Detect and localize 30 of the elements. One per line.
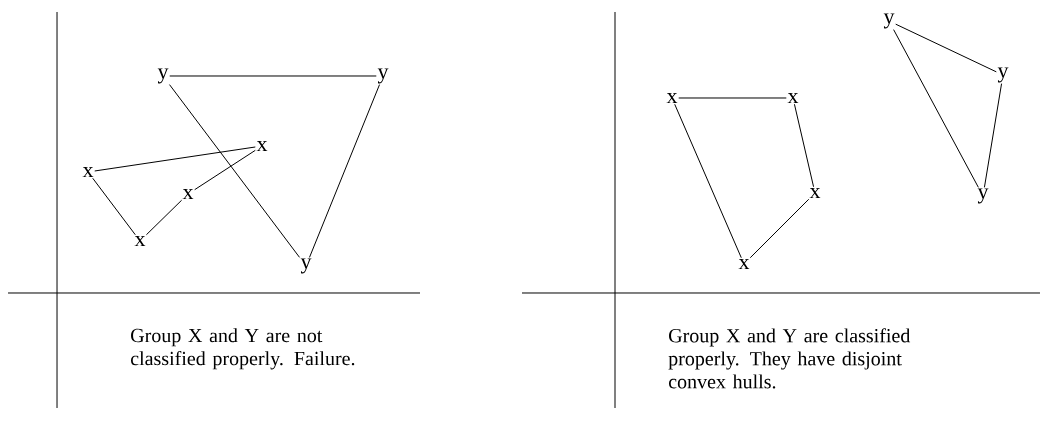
point-label: y — [977, 188, 989, 204]
point-label: y — [883, 13, 895, 29]
point-label: x — [82, 166, 94, 178]
hull-edge — [169, 84, 301, 258]
hull-edge — [793, 103, 815, 188]
point-label: y — [997, 67, 1009, 83]
hull-edge — [309, 84, 380, 258]
point-label: x — [738, 258, 750, 270]
point-label: y — [157, 68, 169, 84]
hull-edge — [94, 146, 256, 172]
point-label: x — [182, 188, 194, 200]
point-label: y — [300, 258, 312, 274]
hull-edge — [674, 103, 742, 259]
hull-edge — [678, 97, 787, 99]
hull-edge — [893, 29, 979, 188]
caption: Group X and Y are not classified properly. Failure. — [131, 328, 355, 370]
point-label: x — [256, 140, 268, 152]
point-label: x — [134, 235, 146, 247]
point-label: x — [787, 92, 799, 104]
hull-edge — [194, 149, 256, 191]
point-label: x — [666, 92, 678, 104]
point-label: y — [377, 68, 389, 84]
hull-edge — [983, 83, 1003, 188]
hull-edge — [92, 177, 136, 236]
hull-edge — [169, 75, 377, 77]
point-label: x — [809, 187, 821, 199]
hull-edge — [145, 199, 183, 236]
hull-edge — [895, 23, 997, 73]
hull-edge — [749, 198, 810, 259]
caption: Group X and Y are classified properly. They have disjoint convex hulls. — [668, 328, 911, 389]
